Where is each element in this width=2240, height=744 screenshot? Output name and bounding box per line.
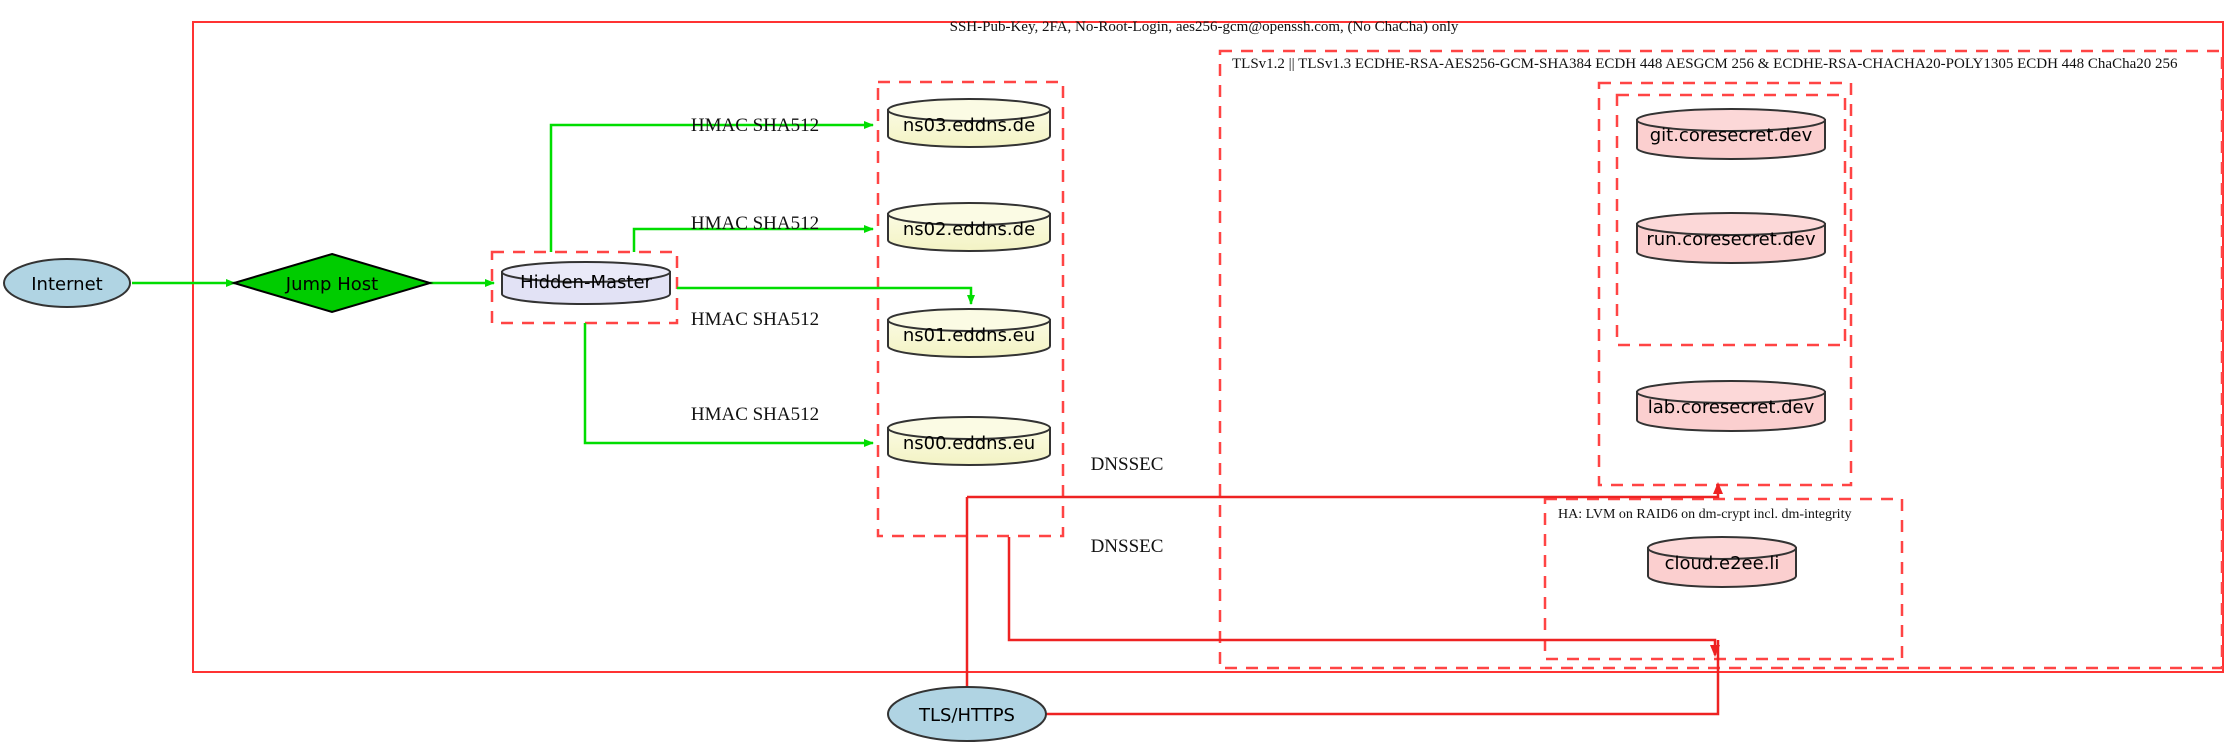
git-coresecret-label: git.coresecret.dev <box>1650 125 1813 146</box>
internet-label: Internet <box>31 274 102 295</box>
ns02-top <box>887 202 1051 226</box>
ha-zone-boundary <box>1543 497 1904 661</box>
cloud-e2ee-label: cloud.e2ee.li <box>1665 553 1780 574</box>
node-jump-host[interactable]: Jump Host <box>230 252 434 314</box>
coresecret-cluster-boundary <box>1597 81 1853 487</box>
ha-zone-label: HA: LVM on RAID6 on dm-crypt incl. dm-in… <box>1558 507 1851 522</box>
node-ns03[interactable]: ns03.eddns.de <box>887 98 1051 148</box>
node-run-coresecret[interactable]: run.coresecret.dev <box>1636 212 1826 264</box>
jump-host-label: Jump Host <box>285 274 378 295</box>
git-coresecret-top <box>1636 108 1826 132</box>
ns00-label: ns00.eddns.eu <box>903 433 1035 454</box>
node-lab-coresecret[interactable]: lab.coresecret.dev <box>1636 380 1826 432</box>
cloud-e2ee-top <box>1647 536 1797 560</box>
tls-https-label: TLS/HTTPS <box>918 705 1015 726</box>
ns01-label: ns01.eddns.eu <box>903 325 1035 346</box>
jump-host-shape <box>230 252 434 314</box>
ns03-top <box>887 98 1051 122</box>
edge-label-dnssec-2: DNSSEC <box>1091 536 1164 557</box>
edge-hiddenmaster-to-ns00 <box>583 323 874 447</box>
ns01-top <box>887 308 1051 332</box>
ns03-label: ns03.eddns.de <box>903 115 1035 136</box>
node-internet[interactable]: Internet <box>3 258 131 308</box>
edge-dnssec-to-cloud <box>1007 537 1720 657</box>
run-coresecret-top <box>1636 212 1826 236</box>
node-cloud-e2ee[interactable]: cloud.e2ee.li <box>1647 536 1797 588</box>
edge-label-hmac-ns03: HMAC SHA512 <box>691 115 819 136</box>
internet-shape <box>3 258 131 308</box>
node-hidden-master[interactable]: Hidden-Master <box>501 261 671 305</box>
edge-label-hmac-ns02: HMAC SHA512 <box>691 213 819 234</box>
edge-label-dnssec-1: DNSSEC <box>1091 454 1164 475</box>
lab-coresecret-label: lab.coresecret.dev <box>1648 397 1815 418</box>
run-coresecret-label: run.coresecret.dev <box>1646 229 1816 250</box>
dns-cluster-boundary <box>876 80 1065 538</box>
tls-zone-boundary <box>1218 49 2224 670</box>
ns02-label: ns02.eddns.de <box>903 219 1035 240</box>
node-tls-https[interactable]: TLS/HTTPS <box>887 686 1047 742</box>
tls-https-shape <box>887 686 1047 742</box>
edge-hiddenmaster-to-ns01 <box>677 286 975 305</box>
edge-label-hmac-ns01: HMAC SHA512 <box>691 309 819 330</box>
tls-zone-label: TLSv1.2 || TLSv1.3 ECDHE-RSA-AES256-GCM-… <box>1232 56 2178 72</box>
node-ns00[interactable]: ns00.eddns.eu <box>887 416 1051 466</box>
hidden-master-top <box>501 261 671 283</box>
ns00-top <box>887 416 1051 440</box>
edge-tls-to-outer-boundary <box>1012 640 1720 716</box>
node-ns02[interactable]: ns02.eddns.de <box>887 202 1051 252</box>
edge-dnssec-to-coresecret <box>967 482 1723 499</box>
coresecret-inner-boundary <box>1615 93 1847 347</box>
hidden-master-label: Hidden-Master <box>520 272 652 293</box>
lab-coresecret-top <box>1636 380 1826 404</box>
node-git-coresecret[interactable]: git.coresecret.dev <box>1636 108 1826 160</box>
edge-hiddenmaster-to-ns02 <box>632 225 874 252</box>
ssh-zone-label: SSH-Pub-Key, 2FA, No-Root-Login, aes256-… <box>950 19 1459 35</box>
edge-label-hmac-ns00: HMAC SHA512 <box>691 404 819 425</box>
node-ns01[interactable]: ns01.eddns.eu <box>887 308 1051 358</box>
edge-hiddenmaster-to-ns03 <box>549 121 874 252</box>
ssh-zone-boundary <box>192 21 2224 673</box>
